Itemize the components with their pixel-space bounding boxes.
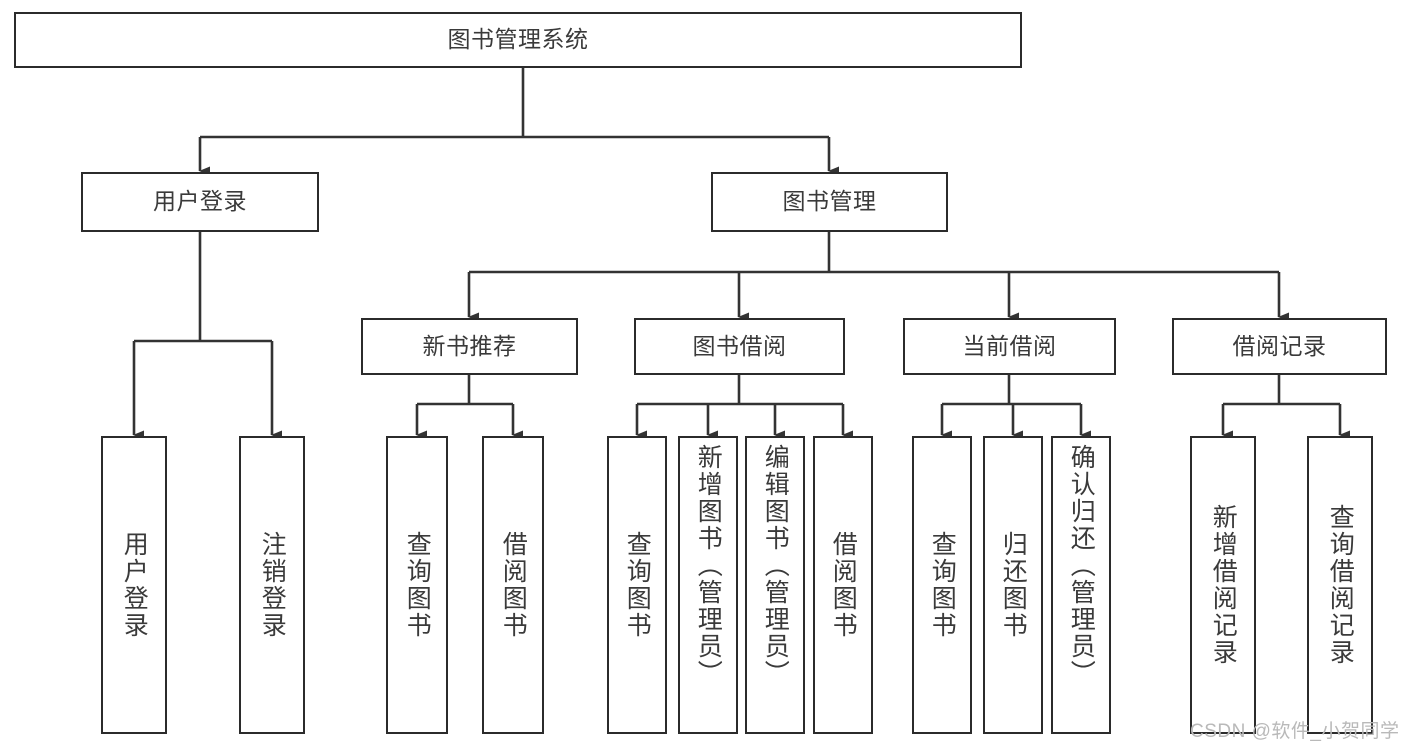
node-label-leaf-borrow-book-2: 借阅图书 — [829, 531, 858, 639]
node-label-wrap: 编辑图书（管理员） — [747, 438, 803, 732]
node-borrow-record[interactable]: 借阅记录 — [1172, 318, 1387, 375]
node-label-wrap: 借阅图书 — [815, 438, 871, 732]
node-leaf-query-book-2[interactable]: 查询图书 — [607, 436, 667, 734]
node-label-wrap: 查询图书 — [388, 438, 446, 732]
node-new-book-recommend[interactable]: 新书推荐 — [361, 318, 578, 375]
node-label-wrap: 查询图书 — [609, 438, 665, 732]
node-label-book-borrow: 图书借阅 — [692, 332, 787, 359]
node-label-root: 图书管理系统 — [447, 26, 589, 53]
node-label-book-manage: 图书管理 — [782, 188, 877, 215]
node-label-wrap: 新增借阅记录 — [1192, 438, 1254, 732]
node-label-leaf-query-book-3: 查询图书 — [928, 531, 957, 639]
node-label-wrap: 查询图书 — [914, 438, 970, 732]
node-label-leaf-add-borrow-record: 新增借阅记录 — [1209, 504, 1238, 666]
node-label-leaf-query-book-2: 查询图书 — [623, 531, 652, 639]
node-label-leaf-query-book-1: 查询图书 — [403, 531, 432, 639]
node-leaf-return-book[interactable]: 归还图书 — [983, 436, 1043, 734]
node-label-current-borrow: 当前借阅 — [962, 332, 1057, 359]
node-root[interactable]: 图书管理系统 — [14, 12, 1022, 68]
node-leaf-user-login[interactable]: 用户登录 — [101, 436, 167, 734]
connector-lines — [132, 68, 1350, 440]
node-leaf-query-book-1[interactable]: 查询图书 — [386, 436, 448, 734]
node-leaf-add-borrow-record[interactable]: 新增借阅记录 — [1190, 436, 1256, 734]
node-leaf-logout-login[interactable]: 注销登录 — [239, 436, 305, 734]
node-label-wrap: 新增图书（管理员） — [680, 438, 736, 732]
node-label-wrap: 确认归还（管理员） — [1053, 438, 1109, 732]
node-leaf-confirm-return[interactable]: 确认归还（管理员） — [1051, 436, 1111, 734]
node-label-new-book-recommend: 新书推荐 — [422, 332, 517, 359]
node-label-wrap: 注销登录 — [241, 438, 303, 732]
node-leaf-query-borrow-record[interactable]: 查询借阅记录 — [1307, 436, 1373, 734]
node-leaf-borrow-book-2[interactable]: 借阅图书 — [813, 436, 873, 734]
node-label-leaf-borrow-book-1: 借阅图书 — [499, 531, 528, 639]
node-label-leaf-query-borrow-record: 查询借阅记录 — [1326, 504, 1355, 666]
node-leaf-borrow-book-1[interactable]: 借阅图书 — [482, 436, 544, 734]
node-current-borrow[interactable]: 当前借阅 — [903, 318, 1116, 375]
node-label-leaf-return-book: 归还图书 — [999, 531, 1028, 639]
node-leaf-add-book-admin[interactable]: 新增图书（管理员） — [678, 436, 738, 734]
node-book-borrow[interactable]: 图书借阅 — [634, 318, 845, 375]
node-label-user-login: 用户登录 — [153, 188, 247, 215]
node-label-leaf-logout-login: 注销登录 — [258, 531, 287, 639]
node-label-wrap: 归还图书 — [985, 438, 1041, 732]
node-leaf-edit-book-admin[interactable]: 编辑图书（管理员） — [745, 436, 805, 734]
node-label-wrap: 借阅图书 — [484, 438, 542, 732]
node-label-leaf-edit-book-admin: 编辑图书（管理员） — [761, 444, 790, 687]
node-label-leaf-add-book-admin: 新增图书（管理员） — [694, 444, 723, 687]
node-label-wrap: 查询借阅记录 — [1309, 438, 1371, 732]
node-user-login[interactable]: 用户登录 — [81, 172, 319, 232]
node-leaf-query-book-3[interactable]: 查询图书 — [912, 436, 972, 734]
node-label-leaf-confirm-return: 确认归还（管理员） — [1067, 444, 1096, 687]
node-label-leaf-user-login: 用户登录 — [120, 531, 149, 639]
node-label-wrap: 用户登录 — [103, 438, 165, 732]
node-book-manage[interactable]: 图书管理 — [711, 172, 948, 232]
node-label-borrow-record: 借阅记录 — [1232, 332, 1327, 359]
